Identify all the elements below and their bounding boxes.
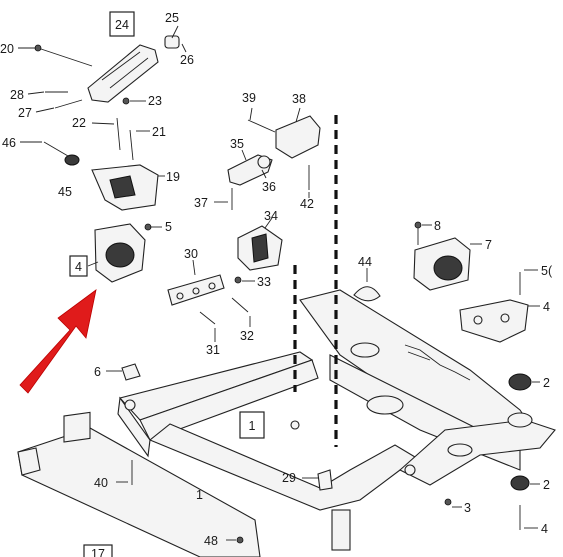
callout-6: 6	[94, 365, 101, 379]
svg-text:24: 24	[115, 18, 129, 32]
callout-31: 31	[206, 343, 220, 357]
callout-45: 45	[58, 185, 72, 199]
callout-numbers: 25 26 20 28 27 23 22 21 46 45 19 5 39 38…	[0, 11, 553, 548]
svg-text:4: 4	[75, 260, 82, 274]
boxed-label-24: 24	[109, 11, 135, 37]
right-mount-drawing	[353, 221, 533, 530]
subframe-drawing	[17, 289, 556, 557]
callout-46: 46	[2, 136, 16, 150]
callout-37: 37	[194, 196, 208, 210]
callout-21: 21	[152, 125, 166, 139]
boxed-label-1: 1	[239, 411, 265, 439]
leader-lines	[18, 25, 540, 541]
callout-22: 22	[72, 116, 86, 130]
callout-29: 29	[282, 471, 296, 485]
engine-mount-drawing	[34, 35, 180, 283]
red-arrow	[19, 289, 97, 394]
callout-35: 35	[230, 137, 244, 151]
callout-1-lower: 1	[196, 488, 203, 502]
callout-27: 27	[18, 106, 32, 120]
callout-26: 26	[180, 53, 194, 67]
callout-25: 25	[165, 11, 179, 25]
lower-parts-drawing	[121, 363, 452, 544]
callout-33: 33	[257, 275, 271, 289]
callout-48: 48	[204, 534, 218, 548]
callout-40: 40	[94, 476, 108, 490]
callout-8: 8	[434, 219, 441, 233]
callout-5-right: 5(	[541, 264, 553, 278]
upper-bracket-drawing	[167, 115, 321, 325]
boxed-label-17: 17	[83, 544, 113, 557]
callout-36: 36	[262, 180, 276, 194]
callout-23: 23	[148, 94, 162, 108]
callout-5: 5	[165, 220, 172, 234]
svg-text:1: 1	[249, 419, 256, 433]
boxed-label-4: 4	[69, 255, 88, 277]
callout-42: 42	[300, 197, 314, 211]
callout-32: 32	[240, 329, 254, 343]
callout-30: 30	[184, 247, 198, 261]
callout-2-lower: 2	[543, 478, 550, 492]
callout-7: 7	[485, 238, 492, 252]
callout-19: 19	[166, 170, 180, 184]
callout-38: 38	[292, 92, 306, 106]
callout-34: 34	[264, 209, 278, 223]
callout-28: 28	[10, 88, 24, 102]
callout-4-right: 4	[543, 300, 550, 314]
callout-4-lower: 4	[541, 522, 548, 536]
callout-39: 39	[242, 91, 256, 105]
callout-20: 20	[0, 42, 14, 56]
callout-3: 3	[464, 501, 471, 515]
callout-44: 44	[358, 255, 372, 269]
callout-2-upper: 2	[543, 376, 550, 390]
svg-text:17: 17	[91, 547, 105, 557]
